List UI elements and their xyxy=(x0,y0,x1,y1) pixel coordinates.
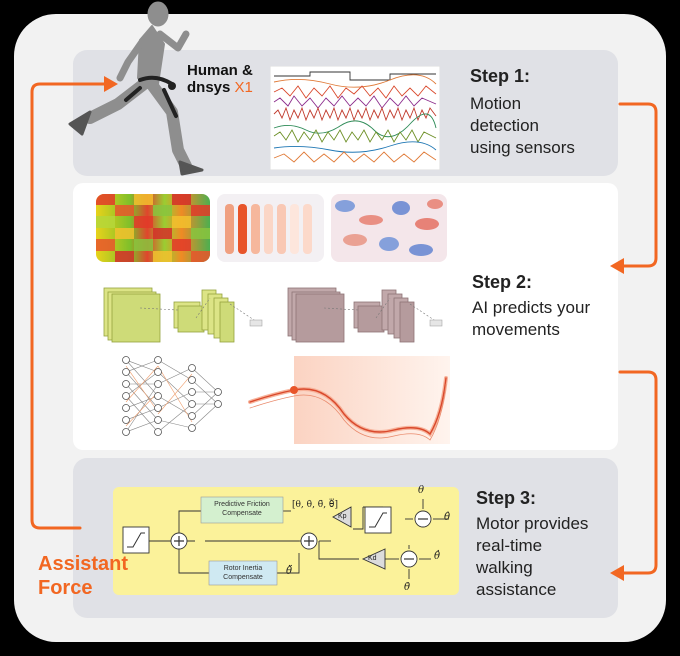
assistant-force-line: Assistant xyxy=(38,553,129,575)
heatmap-cells xyxy=(96,194,210,262)
brand-logo: Human & dnsys X1 xyxy=(187,62,253,96)
saturation-block-2 xyxy=(364,506,392,534)
step3-description: Motor provides real-time walking assista… xyxy=(476,513,588,601)
attention-bars xyxy=(225,204,312,254)
feedback-arrow-path xyxy=(30,82,114,530)
prediction-curve-image xyxy=(248,356,450,444)
theta-hat-label: θ̂ xyxy=(444,512,451,523)
state-vector-label: [θ, θ̇, θ̈, θ⃛] xyxy=(292,500,338,510)
feature-map-blobs xyxy=(335,199,443,256)
step3-title: Step 3: xyxy=(476,488,537,508)
brand-line1: Human & xyxy=(187,62,253,79)
step1-line: using sensors xyxy=(470,138,575,157)
conv-layers-diagram-2 xyxy=(287,287,443,343)
kp-gain-block xyxy=(332,506,352,528)
step3-line: real-time xyxy=(476,536,543,555)
friction-block-label: Predictive Friction Compensate xyxy=(201,500,283,518)
kd-gain-block xyxy=(361,548,386,570)
conv-layers-diagram-1 xyxy=(103,287,263,343)
neural-network-diagram xyxy=(122,356,222,436)
inertia-label-line: Compensate xyxy=(223,574,263,581)
step2-to-step3-arrow-path xyxy=(616,370,658,575)
assistant-force-line: Force xyxy=(38,577,93,599)
inertia-label-line: Rotor Inertia xyxy=(223,565,263,572)
theta-hat-dot-label: θ̂̇ xyxy=(434,551,441,562)
step2-line: AI predicts your xyxy=(472,298,591,317)
step2-description: AI predicts your movements xyxy=(472,297,590,341)
assistant-force-label: Assistant Force xyxy=(38,552,128,600)
brand-x1: X1 xyxy=(234,79,253,96)
step2-title: Step 2: xyxy=(472,272,533,292)
theta-label: θ xyxy=(418,485,425,496)
step1-title: Step 1: xyxy=(470,66,531,86)
step1-line: Motion xyxy=(470,94,522,113)
theta-dot-label: θ̇ xyxy=(404,582,411,593)
attention-bars-image xyxy=(217,194,324,262)
runner-figure xyxy=(68,1,204,176)
arrowhead-icon xyxy=(610,258,624,274)
heatmap-image-1 xyxy=(96,194,210,262)
step3-line: assistance xyxy=(476,580,557,599)
control-diagram-lines xyxy=(122,496,449,586)
step1-description: Motion detection using sensors xyxy=(470,93,575,159)
sensor-signals-image xyxy=(270,66,440,170)
saturation-block-1 xyxy=(122,526,150,554)
friction-label-line: Predictive Friction xyxy=(214,501,270,508)
friction-block xyxy=(200,496,284,524)
kd-label: Kd xyxy=(368,555,377,562)
arrowhead-icon xyxy=(610,565,624,581)
step1-to-step2-arrow-path xyxy=(616,102,658,268)
inertia-block xyxy=(208,560,278,586)
inertia-block-label: Rotor Inertia Compensate xyxy=(209,564,277,582)
kp-label: Kp xyxy=(338,513,347,520)
arrowhead-icon xyxy=(104,76,118,92)
step3-line: walking xyxy=(476,558,533,577)
theta-ddot-hat-label: θ̂̈ xyxy=(286,566,293,577)
step3-line: Motor provides xyxy=(476,514,589,533)
prediction-point xyxy=(290,386,298,394)
feature-map-image xyxy=(331,194,447,262)
step2-line: movements xyxy=(472,320,560,339)
friction-label-line: Compensate xyxy=(222,510,262,517)
brand-line2: dnsys xyxy=(187,79,231,96)
step1-line: detection xyxy=(470,116,539,135)
